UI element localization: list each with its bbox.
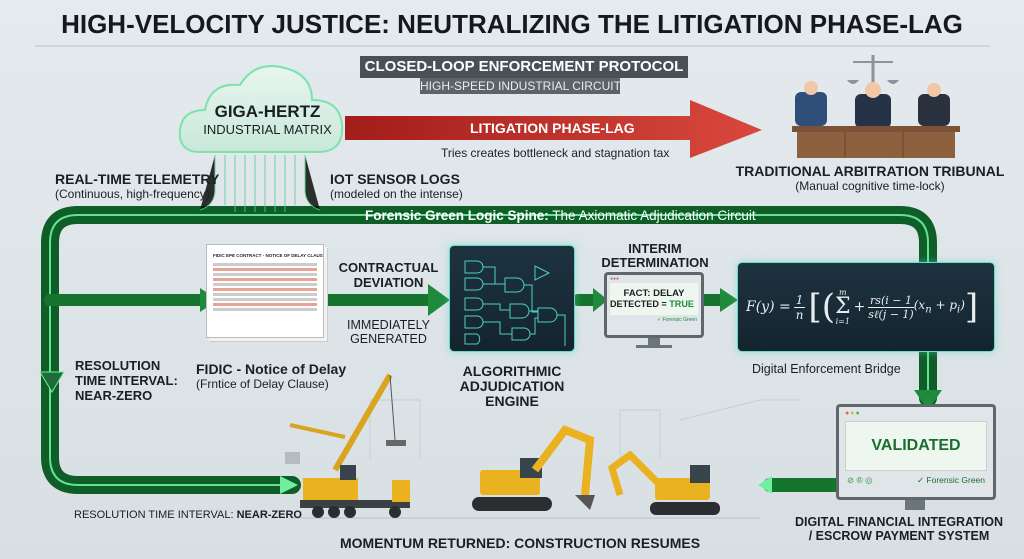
escrow-monitor-stand	[905, 500, 925, 510]
spine-label-rest: The Axiomatic Adjudication Circuit	[548, 208, 756, 223]
deviation-line2: DEVIATION	[353, 275, 424, 290]
excavator-icon	[472, 425, 595, 511]
excavator-icon	[607, 450, 720, 515]
page-title: HIGH-VELOCITY JUSTICE: NEUTRALIZING THE …	[61, 9, 963, 39]
document-subtitle: (Frntice of Delay Clause)	[196, 377, 329, 391]
spine-label: Forensic Green Logic Spine: The Axiomati…	[365, 207, 756, 225]
telemetry-subtitle: (Continuous, high-frequency)	[55, 187, 210, 201]
crane-icon	[285, 373, 410, 518]
spine-label-bold: Forensic Green Logic Spine:	[365, 208, 549, 223]
escrow-monitor: ●●● VALIDATED ⊘ ® ◎ ✓ Forensic Green	[836, 404, 996, 500]
fact-line2: DETECTED =	[610, 299, 670, 310]
resolution-line2: TIME INTERVAL:	[75, 373, 178, 388]
resolution-value: NEAR-ZERO	[236, 509, 302, 521]
protocol-title: CLOSED-LOOP ENFORCEMENT PROTOCOL	[364, 58, 684, 75]
cloud-label: GIGA-HERTZ INDUSTRIAL MATRIX	[185, 102, 350, 137]
litigation-lag-arrow	[345, 100, 762, 158]
resolution-line1: RESOLUTION	[75, 358, 161, 373]
tail3: )	[960, 298, 965, 313]
tail: (x	[913, 298, 926, 313]
interim-line2: DETERMINATION	[601, 255, 709, 270]
resolution-bottom-label: RESOLUTION TIME INTERVAL: NEAR-ZERO	[74, 509, 302, 521]
protocol-banner: CLOSED-LOOP ENFORCEMENT PROTOCOL	[360, 56, 688, 78]
escrow-label-line1: DIGITAL FINANCIAL INTEGRATION	[794, 515, 1004, 529]
formula-tail: (xn + pi)	[914, 298, 965, 315]
page-title-box: HIGH-VELOCITY JUSTICE: NEUTRALIZING THE …	[10, 8, 1014, 40]
telemetry-label: REAL-TIME TELEMETRY (Continuous, high-fr…	[55, 171, 220, 202]
tail-sub: n	[925, 304, 932, 316]
contract-document: FIDIC EPE CONTRACT - NOTICE OF DELAY CLA…	[206, 244, 324, 338]
lag-title: LITIGATION PHASE-LAG	[470, 120, 635, 136]
cloud-title: GIGA-HERTZ	[214, 102, 321, 121]
logic-gates-icon	[464, 260, 566, 346]
fact-line1: FACT: DELAY	[623, 288, 685, 299]
frac-num: 1	[795, 292, 804, 307]
resolution-prefix: RESOLUTION TIME INTERVAL:	[74, 509, 237, 521]
sum-top: m	[838, 288, 847, 297]
engine-line3: ENGINE	[485, 393, 539, 409]
validated-status: VALIDATED	[845, 421, 987, 471]
tribunal-illustration	[792, 55, 960, 158]
tail2-sub: i	[957, 304, 961, 316]
protocol-subtitle: HIGH-SPEED INDUSTRIAL CIRCUIT	[420, 78, 621, 94]
iot-subtitle: (modeled on the intense)	[330, 187, 463, 201]
monitor-base	[636, 345, 672, 348]
bridge-label: Digital Enforcement Bridge	[752, 362, 901, 376]
tail2: + p	[931, 298, 958, 313]
fact-value: TRUE	[669, 299, 694, 310]
document-label: FIDIC - Notice of Delay (Frntice of Dela…	[196, 361, 347, 392]
monitor-stand	[648, 338, 660, 346]
engine-line2: ADJUDICATION	[459, 378, 565, 394]
adjudication-engine-panel	[449, 245, 575, 352]
telemetry-title: REAL-TIME TELEMETRY	[55, 171, 220, 187]
cloud-icon	[178, 65, 344, 153]
escrow-label: DIGITAL FINANCIAL INTEGRATION/ ESCROW PA…	[774, 515, 1024, 543]
tribunal-subtitle: (Manual cognitive time-lock)	[795, 179, 945, 193]
inner-den: sℓ(j − 1)	[868, 306, 914, 321]
momentum-label: MOMENTUM RETURNED: CONSTRUCTION RESUMES	[339, 535, 701, 551]
status-icons: ⊘ ® ◎	[847, 475, 873, 485]
data-streams	[199, 155, 321, 212]
interim-monitor: ●●● FACT: DELAY DETECTED = TRUE ✓ Forens…	[604, 272, 704, 338]
engine-line1: ALGORITHMIC	[462, 363, 562, 379]
interim-line1: INTERIM	[628, 241, 682, 256]
generated-line1: IMMEDIATELY	[347, 318, 430, 332]
window-controls: ●●●	[845, 410, 861, 417]
frac-den: n	[793, 306, 806, 322]
escrow-label-line2: / ESCROW PAYMENT SYSTEM	[808, 529, 990, 543]
formula-lhs: F(y) =	[746, 299, 791, 315]
logic-spine	[39, 206, 942, 494]
document-title: FIDIC - Notice of Delay	[196, 361, 347, 377]
lag-subtitle: Tries creates bottleneck and stagnation …	[441, 146, 670, 160]
deviation-line1: CONTRACTUAL	[338, 260, 439, 275]
construction-illustration	[285, 373, 800, 519]
forensic-green-badge: ✓ Forensic Green	[656, 317, 697, 323]
resolution-line3: NEAR-ZERO	[75, 388, 153, 403]
validated-badge: ✓ Forensic Green	[916, 475, 985, 485]
tribunal-label: TRADITIONAL ARBITRATION TRIBUNAL (Manual…	[720, 163, 1020, 194]
inner-num: rs(i − 1	[870, 293, 912, 307]
iot-label: IOT SENSOR LOGS (modeled on the intense)	[330, 171, 463, 202]
tribunal-title: TRADITIONAL ARBITRATION TRIBUNAL	[735, 163, 1005, 179]
cloud-subtitle: INDUSTRIAL MATRIX	[203, 122, 332, 137]
fact-screen: FACT: DELAY DETECTED = TRUE	[610, 283, 698, 315]
generated-line2: GENERATED	[350, 332, 427, 346]
sum-bottom: i=1	[835, 317, 850, 326]
iot-title: IOT SENSOR LOGS	[330, 171, 460, 187]
document-heading: FIDIC EPE CONTRACT - NOTICE OF DELAY CLA…	[213, 253, 324, 258]
